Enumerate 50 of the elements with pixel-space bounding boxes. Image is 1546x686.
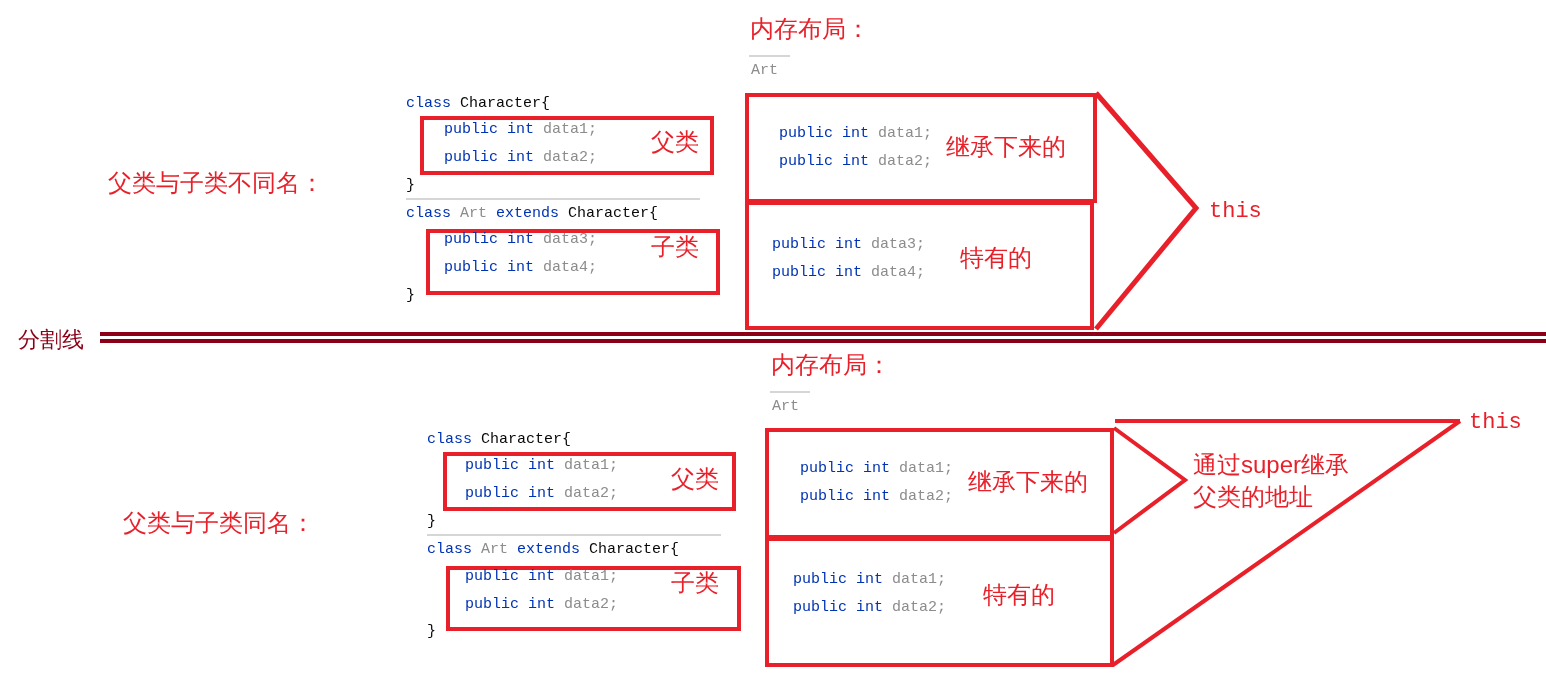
- annotation-text: 父类: [651, 127, 699, 157]
- annotation-text: 子类: [651, 232, 699, 262]
- code-line: }: [427, 622, 436, 642]
- heading: 内存布局：: [750, 14, 870, 44]
- side-label: 父类与子类同名：: [123, 508, 315, 538]
- code-line: }: [406, 176, 415, 196]
- code-line: class Art extends Character{: [406, 204, 659, 224]
- code-block-box: [745, 201, 1094, 330]
- code-block-box: [446, 566, 741, 631]
- code-line: public int data1;: [444, 120, 598, 140]
- code-block-box: [443, 452, 736, 511]
- note-text: 通过super继承父类的地址: [1193, 450, 1351, 512]
- heading: 内存布局：: [771, 350, 891, 380]
- code-line: class Art extends Character{: [427, 540, 680, 560]
- pointer-label: this: [1469, 409, 1522, 437]
- code-block-box: [745, 93, 1097, 203]
- annotation-text: 继承下来的: [968, 467, 1088, 497]
- code-line: public int data1;: [793, 570, 947, 590]
- side-label: 父类与子类不同名：: [108, 168, 324, 198]
- code-line: public int data2;: [779, 152, 933, 172]
- code-line: public int data1;: [800, 459, 954, 479]
- code-line: class Character{: [406, 94, 551, 114]
- code-line: public int data4;: [772, 263, 926, 283]
- code-line: public int data3;: [444, 230, 598, 250]
- code-block-box: [426, 229, 720, 295]
- code-line: class Character{: [427, 430, 572, 450]
- code-line: public int data2;: [465, 595, 619, 615]
- code-line: public int data1;: [465, 456, 619, 476]
- code-line: public int data2;: [444, 148, 598, 168]
- annotation-text: 父类: [671, 464, 719, 494]
- code-line: public int data1;: [779, 124, 933, 144]
- class-name: Art: [751, 61, 778, 81]
- code-line: public int data3;: [772, 235, 926, 255]
- annotation-text: 特有的: [983, 580, 1055, 610]
- code-block-box: [765, 537, 1114, 667]
- divider-label: 分割线: [18, 326, 84, 354]
- annotation-text: 特有的: [960, 243, 1032, 273]
- pointer-label: this: [1209, 198, 1262, 226]
- code-line: public int data4;: [444, 258, 598, 278]
- annotation-text: 子类: [671, 568, 719, 598]
- code-block-box: [420, 116, 714, 175]
- class-name: Art: [772, 397, 799, 417]
- code-line: }: [427, 512, 436, 532]
- code-line: public int data2;: [465, 484, 619, 504]
- code-line: public int data2;: [793, 598, 947, 618]
- code-line: }: [406, 286, 415, 306]
- code-block-box: [765, 428, 1114, 539]
- code-line: public int data2;: [800, 487, 954, 507]
- code-line: public int data1;: [465, 567, 619, 587]
- annotation-text: 继承下来的: [946, 132, 1066, 162]
